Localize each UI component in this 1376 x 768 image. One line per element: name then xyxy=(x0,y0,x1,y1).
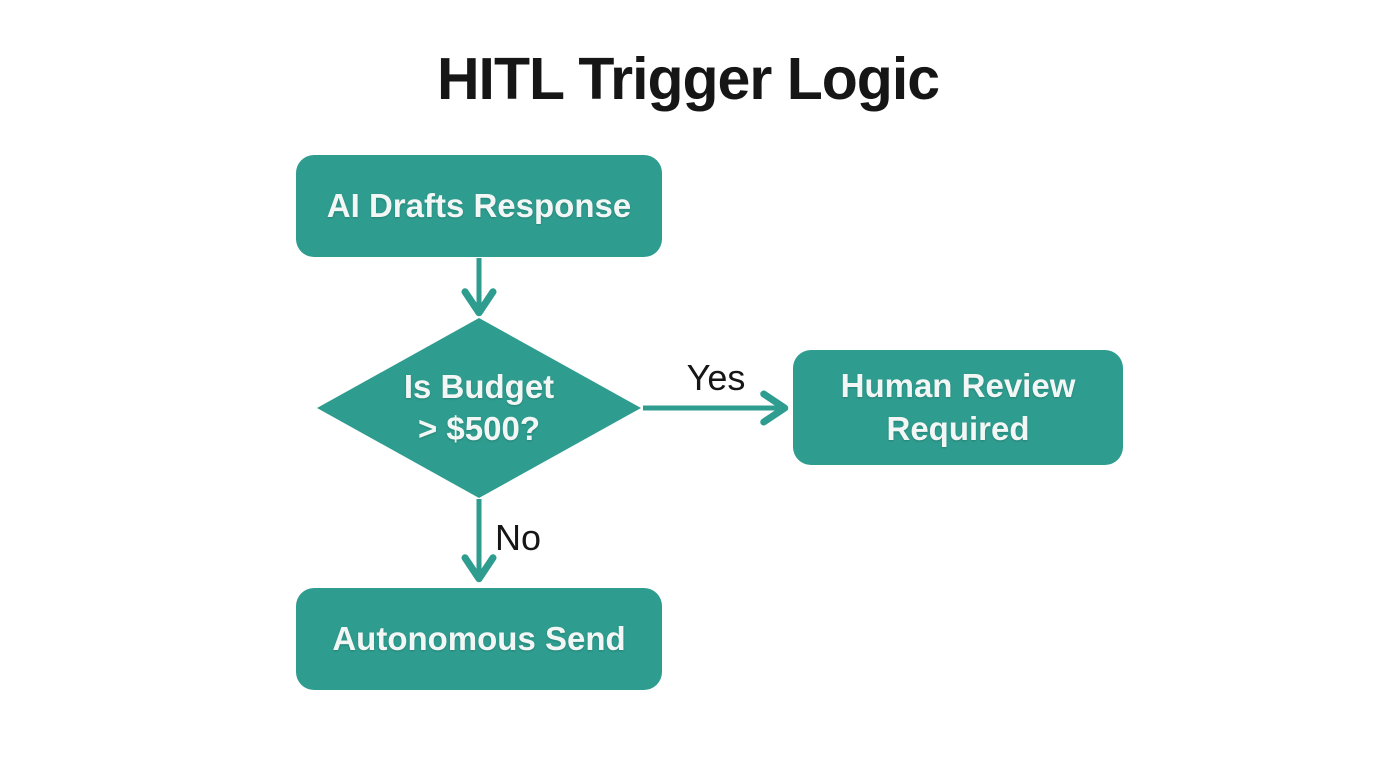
decision-diamond-shape xyxy=(317,318,641,498)
node-label: AI Drafts Response xyxy=(326,186,632,224)
node-autonomous-send: Autonomous Send xyxy=(296,588,662,690)
edge-label-no: No xyxy=(494,517,542,558)
node-label: Human Review Required xyxy=(840,367,1076,447)
diagram-title: HITL Trigger Logic xyxy=(436,46,940,112)
node-ai-drafts-response: AI Drafts Response xyxy=(296,155,662,257)
node-label: Autonomous Send xyxy=(332,619,626,657)
node-human-review-required: Human Review Required xyxy=(793,350,1123,465)
node-decision-label: Is Budget > $500? xyxy=(403,367,555,447)
edge-label-yes: Yes xyxy=(686,357,746,398)
